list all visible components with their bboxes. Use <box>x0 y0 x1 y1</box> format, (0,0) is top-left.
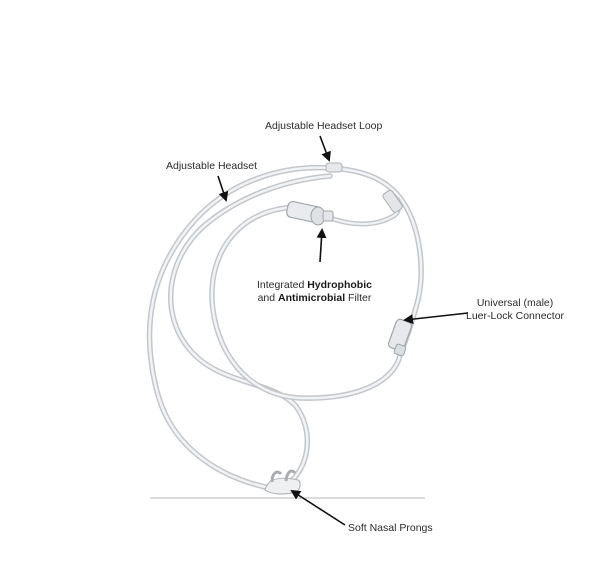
filter-body <box>286 200 334 226</box>
label-headset: Adjustable Headset <box>166 160 258 172</box>
label-connector: Universal (male) Luer-Lock Connector <box>466 297 564 323</box>
headset-slider <box>325 162 343 173</box>
adjustable-slider <box>382 189 403 213</box>
headset-tubing <box>146 164 424 491</box>
label-filter-line2: and Antimicrobial Filter <box>257 292 372 304</box>
label-filter-line1: Integrated Hydrophobic <box>257 279 372 291</box>
luer-lock-connector <box>387 318 413 357</box>
arrow-connector <box>403 312 469 325</box>
label-headset-loop: Adjustable Headset Loop <box>265 120 383 132</box>
arrow-prongs <box>290 489 346 526</box>
arrow-headset-loop <box>319 135 331 162</box>
arrow-filter <box>316 228 327 263</box>
label-connector-line2: Luer-Lock Connector <box>466 310 565 322</box>
arrow-headset <box>217 175 229 202</box>
label-filter: Integrated Hydrophobic and Antimicrobial… <box>257 279 372 305</box>
label-connector-line1: Universal (male) <box>476 297 554 309</box>
label-prongs: Soft Nasal Prongs <box>348 522 433 534</box>
